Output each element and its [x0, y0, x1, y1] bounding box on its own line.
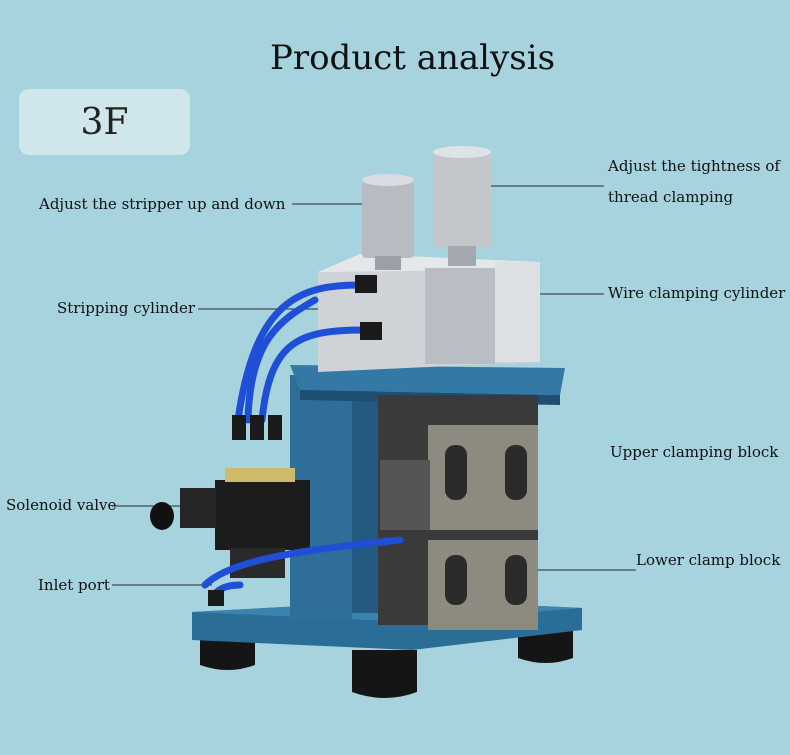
- air-tubing: [201, 281, 404, 604]
- model-badge: 3F: [19, 89, 190, 155]
- tightness-knob: [433, 150, 491, 248]
- fittings: [208, 275, 382, 606]
- stripper-knob: [362, 178, 414, 258]
- label-stripping-cylinder: Stripping cylinder: [57, 299, 196, 317]
- page-title: Product analysis: [269, 38, 556, 78]
- label-tightness-line1: Adjust the tightness of: [608, 157, 780, 175]
- clamp-blocks: [378, 395, 538, 630]
- foot: [352, 650, 417, 698]
- cylinder-block: [318, 254, 540, 372]
- solenoid-valve: [150, 468, 310, 578]
- adjust-knobs: [362, 146, 491, 270]
- label-tightness-line2: thread clamping: [608, 188, 734, 206]
- label-lower-clamp-block: Lower clamp block: [636, 551, 781, 569]
- label-stripper-adjust: Adjust the stripper up and down: [39, 195, 286, 213]
- label-upper-clamping-block: Upper clamping block: [610, 443, 779, 461]
- label-solenoid-valve: Solenoid valve: [6, 496, 117, 514]
- label-wire-clamping-cylinder: Wire clamping cylinder: [608, 284, 786, 302]
- label-inlet-port: Inlet port: [38, 576, 110, 594]
